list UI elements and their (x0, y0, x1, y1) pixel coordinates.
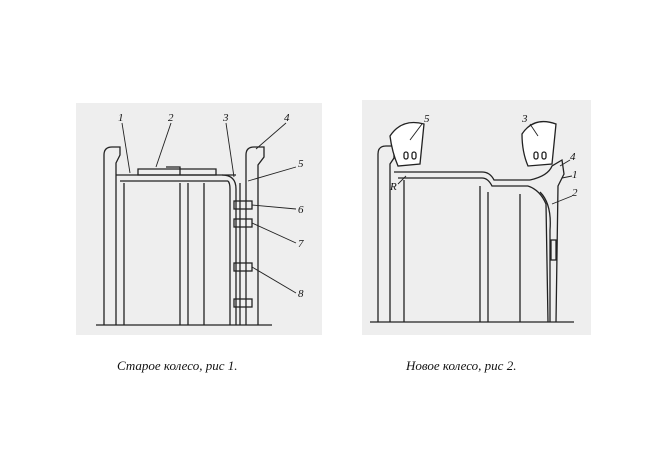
radius-label: R (389, 181, 397, 193)
old-wheel-caption: Старое колесо, рис 1. (117, 358, 238, 373)
callout-6: 6 (298, 204, 304, 216)
callout-3: 3 (222, 112, 229, 124)
callout-5: 5 (298, 158, 304, 170)
new-wheel-linework (370, 120, 574, 323)
new-wheel-drawing: 5 3 4 1 2 R (362, 100, 591, 335)
old-wheel-svg: 1 2 3 4 5 6 7 8 (76, 103, 322, 335)
callout-8: 8 (298, 288, 304, 300)
callout-2: 2 (168, 112, 174, 124)
callout-4: 4 (570, 151, 576, 163)
callout-3: 3 (521, 113, 528, 125)
old-wheel-linework (96, 122, 297, 326)
callout-1: 1 (572, 169, 578, 181)
new-wheel-svg: 5 3 4 1 2 R (362, 100, 591, 335)
callout-4: 4 (284, 112, 290, 124)
old-wheel-drawing: 1 2 3 4 5 6 7 8 (76, 103, 322, 335)
new-wheel-caption: Новое колесо, рис 2. (406, 358, 517, 373)
new-callouts: 5 3 4 1 2 R (389, 113, 578, 199)
callout-1: 1 (118, 112, 124, 124)
callout-2: 2 (572, 187, 578, 199)
old-callouts: 1 2 3 4 5 6 7 8 (118, 112, 304, 300)
callout-7: 7 (298, 238, 304, 250)
panel-background (76, 103, 322, 335)
callout-5: 5 (424, 113, 430, 125)
